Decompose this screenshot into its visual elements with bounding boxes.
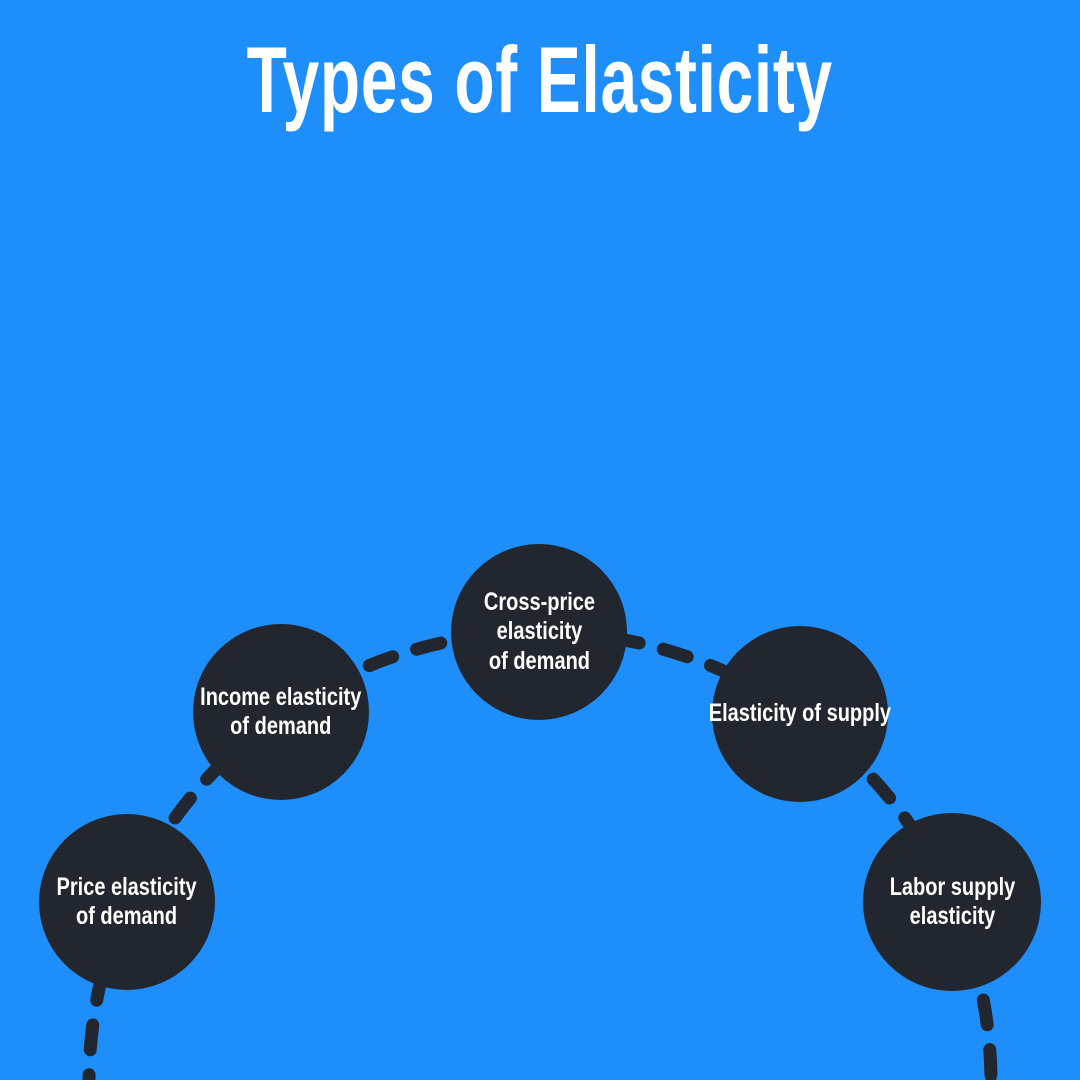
- node-label-line: elasticity: [909, 902, 995, 930]
- node-label-line: Income elasticity: [200, 682, 362, 711]
- node-label-line: elasticity: [496, 617, 582, 646]
- node-label: Price elasticity of demand: [57, 873, 197, 932]
- node-label: Labor supply elasticity: [889, 873, 1015, 932]
- node-label-line: Cross-price: [483, 587, 595, 616]
- node-label-line: of demand: [230, 712, 332, 740]
- node-label: Cross-price elasticity of demand: [483, 588, 594, 677]
- page-title: Types of Elasticity: [246, 27, 834, 132]
- node-label-line: of demand: [488, 646, 590, 675]
- node-label-line: Price elasticity: [56, 872, 198, 901]
- node-label: Income elasticity of demand: [200, 683, 361, 742]
- node-label-line: Labor supply: [889, 872, 1015, 901]
- node-income-elasticity-of-demand: Income elasticity of demand: [193, 624, 369, 800]
- node-labor-supply-elasticity: Labor supply elasticity: [863, 813, 1041, 991]
- node-price-elasticity-of-demand: Price elasticity of demand: [39, 814, 215, 990]
- node-label-line: Elasticity of supply: [708, 699, 892, 728]
- node-cross-price-elasticity-of-demand: Cross-price elasticity of demand: [451, 544, 627, 720]
- node-elasticity-of-supply: Elasticity of supply: [709, 626, 891, 802]
- node-label: Elasticity of supply: [709, 699, 891, 729]
- node-label-line: of demand: [76, 902, 178, 930]
- title-container: Types of Elasticity: [0, 0, 1080, 160]
